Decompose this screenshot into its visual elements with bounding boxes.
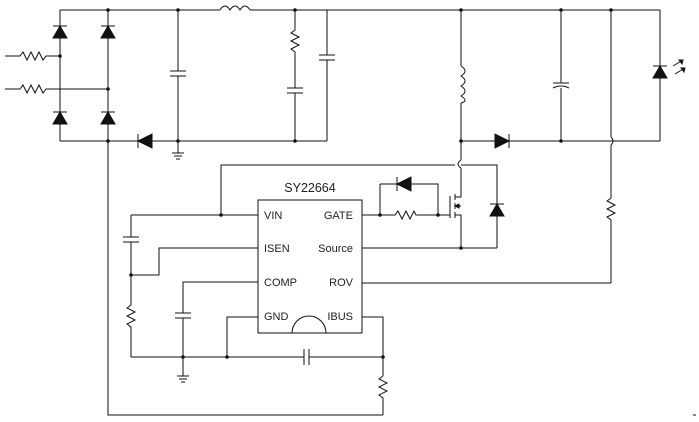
ic-left-network <box>123 214 383 383</box>
mosfet-arrow <box>453 203 460 209</box>
output-junctions <box>459 8 613 143</box>
gate-diode <box>395 176 412 192</box>
ic-right-network <box>107 141 611 416</box>
filter-junctions <box>176 8 297 143</box>
chip-name: SY22664 <box>284 181 335 195</box>
return-diode <box>136 133 153 149</box>
ic-left-junctions <box>129 273 385 359</box>
mosfet-body-diode <box>489 203 505 217</box>
ground-symbol-top <box>172 141 184 160</box>
pin-isen: ISEN <box>264 243 290 255</box>
led-icon <box>652 59 686 79</box>
input-filter <box>108 5 461 142</box>
pin-source: Source <box>318 243 353 255</box>
pin-comp: COMP <box>264 277 297 289</box>
pin-gnd: GND <box>264 311 289 323</box>
ac-input-resistors <box>5 50 108 95</box>
bridge-rectifier <box>52 8 116 143</box>
controller-ic: SY22664 VIN ISEN COMP GND GATE Source RO… <box>257 181 363 334</box>
pin-rov: ROV <box>329 277 354 289</box>
pin-vin: VIN <box>264 210 282 222</box>
pin-gate: GATE <box>324 210 353 222</box>
pin-ibus: IBUS <box>327 311 353 323</box>
freewheel-diode <box>494 133 511 149</box>
mosfet-gate-network <box>220 159 498 249</box>
output-stage <box>460 9 661 283</box>
